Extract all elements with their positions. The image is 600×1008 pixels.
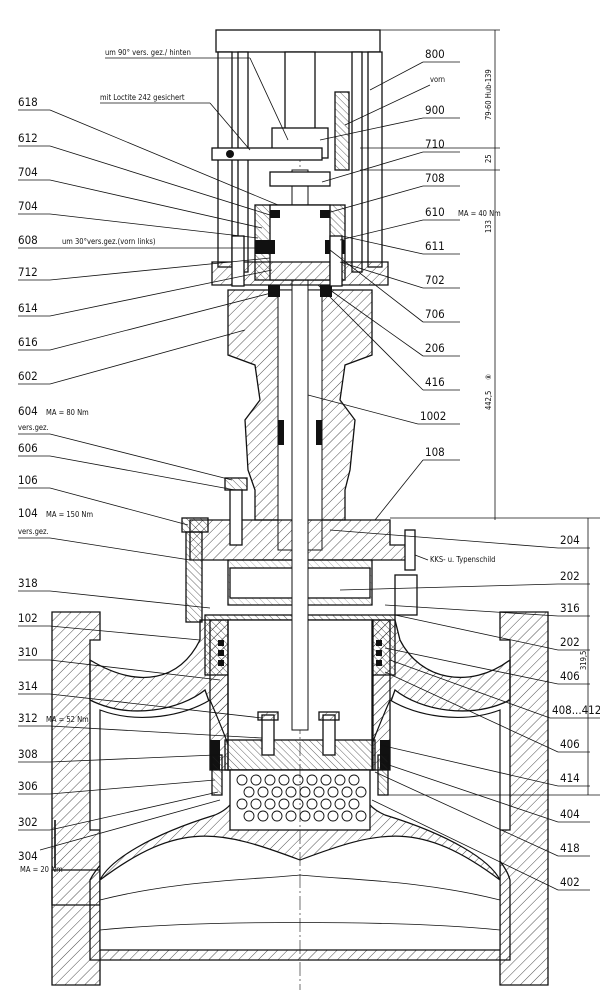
label-106: 106: [18, 473, 38, 487]
dim-25: 25: [484, 154, 493, 163]
label-702: 702: [425, 273, 445, 287]
label-310: 310: [18, 645, 38, 659]
label-614: 614: [18, 301, 38, 315]
label-706: 706: [425, 307, 445, 321]
label-202a: 202: [560, 569, 580, 583]
dim-319: 319,5: [579, 651, 588, 670]
note-ma20: MA = 20 Nm: [20, 865, 63, 874]
label-708: 708: [425, 171, 445, 185]
label-416: 416: [425, 375, 445, 389]
dim-stroke: 79-60 Hub-139: [484, 69, 493, 120]
note-loctite: mit Loctite 242 gesichert: [100, 93, 185, 102]
label-304: 304: [18, 849, 38, 863]
dimensions: 79-60 Hub-139 25 133 442,5 ⑧ 319,5: [360, 29, 600, 796]
label-418: 418: [560, 841, 580, 855]
label-618: 618: [18, 95, 38, 109]
note-nameplate: KKS- u. Typenschild: [430, 555, 495, 564]
label-108: 108: [425, 445, 445, 459]
note-ma52: MA = 52 Nm: [46, 715, 89, 724]
cage-holes: [236, 774, 367, 822]
label-314: 314: [18, 679, 38, 693]
label-612: 612: [18, 131, 38, 145]
label-616: 616: [18, 335, 38, 349]
label-308: 308: [18, 747, 38, 761]
label-800: 800: [425, 47, 445, 61]
label-312: 312: [18, 711, 38, 725]
note-rotated-30: um 30°vers.gez.(vorn links): [62, 237, 156, 246]
label-606: 606: [18, 441, 38, 455]
dim-133: 133: [484, 220, 493, 233]
label-610: 610: [425, 205, 445, 219]
label-302: 302: [18, 815, 38, 829]
notes: um 90° vers. gez./ hinten mit Loctite 24…: [18, 48, 501, 874]
note-rotated-rear: um 90° vers. gez./ hinten: [105, 48, 191, 57]
note-ma40: MA = 40 Nm: [458, 209, 501, 218]
right-labels: 800 900 710 708 610 611 702 706 206 416 …: [307, 47, 600, 891]
label-602: 602: [18, 369, 38, 383]
label-406a: 406: [560, 669, 580, 683]
label-608: 608: [18, 233, 38, 247]
label-408-412: 408...412: [552, 703, 600, 717]
label-1002: 1002: [420, 409, 446, 423]
note-vers-gez-1: vers.gez.: [18, 423, 49, 432]
label-202b: 202: [560, 635, 580, 649]
note-vers-gez-2: vers.gez.: [18, 527, 49, 536]
left-labels: 618 612 704 704 608 712 614 616 602 604 …: [18, 95, 279, 863]
label-406b: 406: [560, 737, 580, 751]
label-204: 204: [560, 533, 580, 547]
label-414: 414: [560, 771, 580, 785]
label-710: 710: [425, 137, 445, 151]
label-104: 104: [18, 506, 38, 520]
label-306: 306: [18, 779, 38, 793]
note-front: vorn: [430, 75, 445, 84]
label-611: 611: [425, 239, 445, 253]
yoke: [211, 29, 389, 297]
dim-mark: ⑧: [484, 374, 493, 380]
label-102: 102: [18, 611, 38, 625]
label-900: 900: [425, 103, 445, 117]
label-318: 318: [18, 576, 38, 590]
dim-442: 442,5: [484, 391, 493, 410]
note-ma80: MA = 80 Nm: [46, 408, 89, 417]
label-206: 206: [425, 341, 445, 355]
label-704a: 704: [18, 165, 38, 179]
note-ma150: MA = 150 Nm: [46, 510, 93, 519]
label-712: 712: [18, 265, 38, 279]
label-404: 404: [560, 807, 580, 821]
label-604: 604: [18, 404, 38, 418]
label-704b: 704: [18, 199, 38, 213]
label-316: 316: [560, 601, 580, 615]
label-402: 402: [560, 875, 580, 889]
